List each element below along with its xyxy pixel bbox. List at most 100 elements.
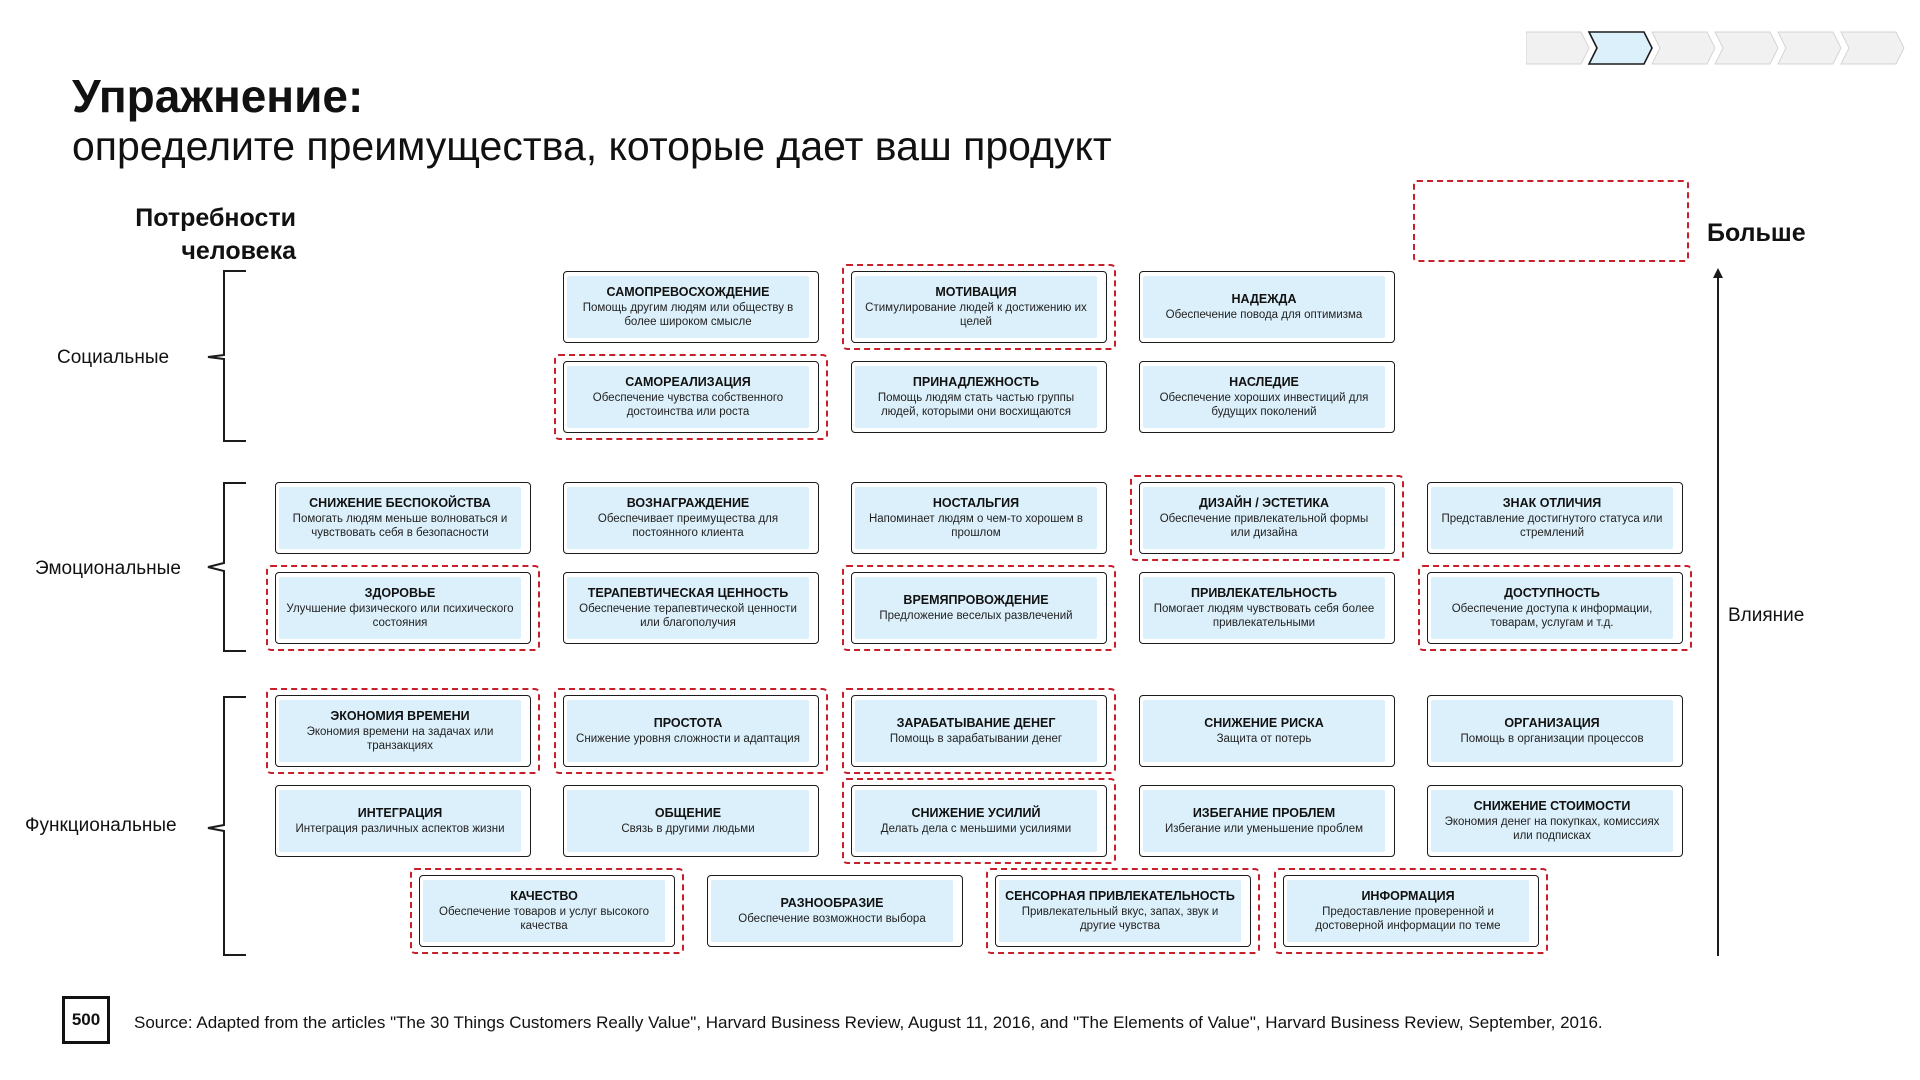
value-card: ПРИВЛЕКАТЕЛЬНОСТЬ Помогает людям чувствов… — [1139, 572, 1395, 644]
value-card-body: КАЧЕСТВО Обеспечение товаров и услуг высо… — [423, 880, 665, 942]
value-card-title: КАЧЕСТВО — [510, 888, 578, 903]
value-card-description: Помогать людям меньше волноваться и чувс… — [292, 512, 508, 539]
value-card-description: Помощь в организации процессов — [1460, 732, 1644, 745]
more-label: Больше — [1707, 219, 1806, 247]
category-brackets — [207, 270, 246, 956]
progress-step-active — [1587, 31, 1653, 65]
needs-label-line2: человека — [181, 236, 296, 265]
progress-step — [1525, 31, 1590, 65]
value-card-title: СЕНСОРНАЯ ПРИВЛЕКАТЕЛЬНОСТЬ — [1005, 888, 1235, 903]
value-card-body: ПРИНАДЛЕЖНОСТЬ Помощь людям стать частью … — [855, 366, 1097, 428]
value-card: МОТИВАЦИЯ Стимулирование людей к достижен… — [842, 264, 1116, 350]
value-card-body: ТЕРАПЕВТИЧЕСКАЯ ЦЕННОСТЬ Обеспечение тера… — [567, 577, 809, 639]
value-card-description: Помогает людям чувствовать себя более пр… — [1153, 602, 1375, 629]
progress-step — [1777, 31, 1842, 65]
value-card: ЗДОРОВЬЕ Улучшение физического или психич… — [266, 565, 540, 651]
value-card-body: ПРИВЛЕКАТЕЛЬНОСТЬ Помогает людям чувствов… — [1143, 577, 1385, 639]
logo-500: 500 — [62, 996, 110, 1044]
value-card-title: ВРЕМЯПРОВОЖДЕНИЕ — [903, 592, 1049, 607]
value-card-body: НОСТАЛЬГИЯ Напоминает людям о чем-то хоро… — [855, 487, 1097, 549]
value-card-title: ИНФОРМАЦИЯ — [1361, 888, 1455, 903]
value-card-title: НАДЕЖДА — [1231, 291, 1297, 306]
value-card-description: Интеграция различных аспектов жизни — [295, 822, 505, 835]
value-card-description: Предложение веселых развлечений — [879, 609, 1073, 622]
value-card-title: ТЕРАПЕВТИЧЕСКАЯ ЦЕННОСТЬ — [587, 585, 789, 600]
value-card-description: Помощь другим людям или обществу в более… — [582, 301, 794, 328]
value-card-body: ЗНАК ОТЛИЧИЯ Представление достигнутого с… — [1431, 487, 1673, 549]
value-card-title: ДИЗАЙН / ЭСТЕТИКА — [1198, 495, 1330, 510]
value-card-title: НАСЛЕДИЕ — [1229, 374, 1299, 389]
value-card: ЭКОНОМИЯ ВРЕМЕНИ Экономия времени на зада… — [266, 688, 540, 774]
progress-steps — [1525, 31, 1906, 65]
value-card-title: ЭКОНОМИЯ ВРЕМЕНИ — [330, 708, 470, 723]
needs-label-line1: Потребности — [135, 204, 296, 232]
value-card-title: ИЗБЕГАНИЕ ПРОБЛЕМ — [1192, 805, 1336, 820]
value-card-title: ЗДОРОВЬЕ — [364, 585, 436, 600]
value-card-description: Обеспечение терапевтической ценности или… — [579, 602, 797, 629]
value-card-description: Защита от потерь — [1216, 732, 1312, 745]
value-card-title: ЗНАК ОТЛИЧИЯ — [1502, 495, 1602, 510]
value-card-title: ПРИВЛЕКАТЕЛЬНОСТЬ — [1191, 585, 1337, 600]
value-card-description: Помощь людям стать частью группы людей, … — [877, 391, 1075, 418]
value-card: ИНФОРМАЦИЯ Предоставление проверенной и д… — [1274, 868, 1548, 954]
value-card: СЕНСОРНАЯ ПРИВЛЕКАТЕЛЬНОСТЬ Привлекательн… — [986, 868, 1260, 954]
value-card: САМОПРЕВОСХОЖДЕНИЕ Помощь другим людям ил… — [563, 271, 819, 343]
value-card-body: ИНФОРМАЦИЯ Предоставление проверенной и д… — [1287, 880, 1529, 942]
value-card-body: САМОПРЕВОСХОЖДЕНИЕ Помощь другим людям ил… — [567, 276, 809, 338]
value-card-title: ПРОСТОТА — [653, 715, 723, 730]
progress-step — [1714, 31, 1779, 65]
value-card-description: Стимулирование людей к достижению их цел… — [865, 301, 1087, 328]
page-title: Упражнение: — [72, 70, 364, 122]
source-citation: Source: Adapted from the articles "The 3… — [134, 1013, 1603, 1032]
value-card-description: Экономия времени на задачах или транзакц… — [306, 725, 494, 752]
value-card-title: ПРИНАДЛЕЖНОСТЬ — [912, 374, 1040, 389]
value-card-description: Избегание или уменьшение проблем — [1164, 822, 1364, 835]
value-card-description: Напоминает людям о чем-то хорошем в прош… — [868, 512, 1084, 539]
value-card-description: Экономия денег на покупках, комиссиях ил… — [1444, 815, 1660, 842]
emotional-bracket — [207, 482, 246, 652]
functional-bracket — [207, 696, 246, 956]
value-card-title: НОСТАЛЬГИЯ — [932, 495, 1020, 510]
value-card-title: ЗАРАБАТЫВАНИЕ ДЕНЕГ — [896, 715, 1056, 730]
influence-label: Влияние — [1728, 605, 1805, 626]
value-card-title: САМОПРЕВОСХОЖДЕНИЕ — [606, 284, 770, 299]
value-card-title: МОТИВАЦИЯ — [935, 284, 1017, 299]
category-functional: Функциональные — [25, 815, 177, 836]
value-card-description: Улучшение физического или психического с… — [286, 602, 514, 629]
value-card-body: ИЗБЕГАНИЕ ПРОБЛЕМ Избегание или уменьшени… — [1143, 790, 1385, 852]
value-card-body: ЭКОНОМИЯ ВРЕМЕНИ Экономия времени на зада… — [279, 700, 521, 762]
value-card-description: Обеспечение чувства собственного достоин… — [592, 391, 784, 418]
value-card: КАЧЕСТВО Обеспечение товаров и услуг высо… — [410, 868, 684, 954]
social-bracket — [207, 270, 246, 442]
value-card-description: Обеспечение товаров и услуг высокого кач… — [439, 905, 649, 932]
value-card-description: Предоставление проверенной и достоверной… — [1315, 905, 1501, 932]
value-card-description: Привлекательный вкус, запах, звук и друг… — [1021, 905, 1219, 932]
value-card: ИЗБЕГАНИЕ ПРОБЛЕМ Избегание или уменьшени… — [1139, 785, 1395, 857]
value-card-description: Представление достигнутого статуса или с… — [1441, 512, 1663, 539]
